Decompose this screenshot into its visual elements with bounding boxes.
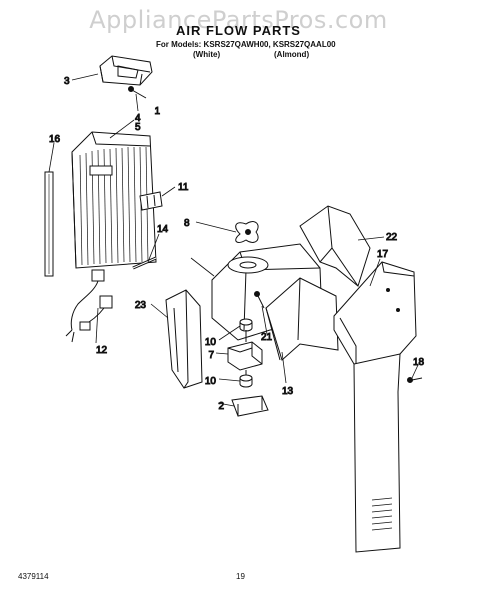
callout-label: 5	[135, 122, 141, 133]
variant-white-label: (White)	[193, 50, 221, 59]
part-10-grommet-lower	[239, 374, 253, 388]
callout-label: 8	[184, 218, 190, 229]
part-7-fan-motor	[227, 330, 263, 376]
leader-lines	[48, 73, 419, 407]
model-numbers: For Models: KSRS27QAWH00, KSRS27QAAL00	[156, 40, 336, 49]
part-11-clip	[139, 191, 163, 211]
callout-label: 14	[157, 224, 169, 235]
part-22-top-duct-cover	[299, 205, 371, 287]
callout-label: 22	[386, 232, 398, 243]
callout-label: 11	[178, 182, 189, 193]
callout-label: 23	[135, 300, 147, 311]
callout-label: 10	[205, 337, 217, 348]
part-18-screw	[407, 377, 423, 383]
callout-label: 3	[64, 76, 70, 87]
part-12-wiring-harness	[65, 269, 113, 343]
part-2-motor-bracket	[231, 395, 269, 417]
callout-label: 13	[282, 386, 294, 397]
part-3-damper-housing	[99, 55, 153, 86]
part-8-fan-blade	[235, 221, 259, 243]
callout-label: 21	[261, 332, 273, 343]
page-title: AIR FLOW PARTS	[176, 23, 301, 38]
document-number: 4379114	[18, 572, 49, 581]
callout-label: 1	[154, 106, 160, 117]
callout-label: 10	[205, 376, 217, 387]
callout-label: 12	[96, 345, 108, 356]
callout-label: 18	[413, 357, 425, 368]
variant-almond-label: (Almond)	[274, 50, 310, 59]
callout-label: 16	[49, 134, 61, 145]
callout-label: 7	[208, 350, 214, 361]
part-13-duct-channel	[265, 277, 339, 361]
part-5-air-duct-cover	[71, 131, 157, 269]
part-23-side-duct	[165, 289, 203, 389]
part-21-screw	[254, 291, 265, 309]
part-17-evaporator-cover	[333, 261, 417, 553]
part-16-gasket-strip	[44, 171, 54, 277]
callout-label: 2	[218, 401, 224, 412]
watermark: AppliancePartsPros.com	[89, 6, 388, 34]
part-4-screw	[128, 86, 147, 99]
callout-label: 17	[377, 249, 389, 260]
part-14-fastener	[132, 256, 157, 270]
callout-label: 4	[135, 113, 141, 124]
page-number: 19	[236, 572, 245, 581]
